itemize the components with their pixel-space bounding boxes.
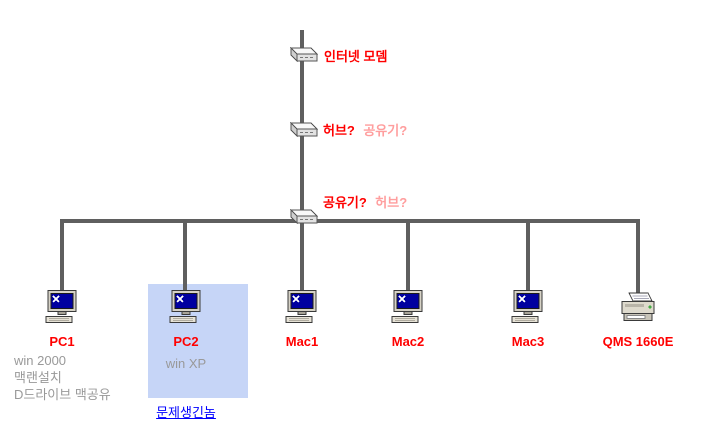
router-label-primary: 공유기? — [323, 195, 367, 210]
pc1-notes: win 2000 맥랜설치 D드라이브 맥공유 — [14, 352, 111, 403]
drop-line-qms — [636, 219, 640, 293]
hub-label-secondary: 공유기? — [363, 123, 408, 138]
pc1-note-os: win 2000 — [14, 353, 67, 368]
pc2-note-os: win XP — [165, 356, 207, 371]
mac2-label: Mac2 — [391, 334, 425, 349]
bus-line — [60, 219, 640, 223]
pc1-note-share: D드라이브 맥공유 — [14, 387, 111, 402]
hub-icon — [285, 121, 319, 144]
hub-label-primary: 허브? — [323, 123, 355, 138]
mac3-label: Mac3 — [511, 334, 545, 349]
qms-printer-icon — [617, 292, 659, 331]
drop-line-mac3 — [526, 219, 530, 293]
modem-icon — [285, 46, 319, 69]
pc1-note-lan: 맥랜설치 — [14, 370, 62, 385]
modem-label: 인터넷 모뎀 — [324, 49, 388, 64]
drop-line-mac1 — [300, 219, 304, 293]
mac3-computer-icon — [509, 290, 547, 331]
qms-label: QMS 1660E — [602, 334, 674, 349]
mac2-computer-icon — [389, 290, 427, 331]
pc2-label: PC2 — [173, 334, 199, 349]
drop-line-mac2 — [406, 219, 410, 293]
drop-line-pc2 — [183, 219, 187, 293]
mac1-computer-icon — [283, 290, 321, 331]
mac1-label: Mac1 — [285, 334, 319, 349]
router-icon — [285, 208, 319, 231]
pc1-label: PC1 — [49, 334, 75, 349]
pc2-computer-icon — [167, 290, 205, 331]
pc1-computer-icon — [43, 290, 81, 331]
router-label-secondary: 허브? — [375, 195, 408, 210]
pc2-problem-link[interactable]: 문제생긴놈 — [156, 405, 216, 420]
router-label: 공유기? 허브? — [323, 192, 407, 212]
drop-line-pc1 — [60, 219, 64, 293]
hub-label: 허브? 공유기? — [323, 120, 407, 140]
